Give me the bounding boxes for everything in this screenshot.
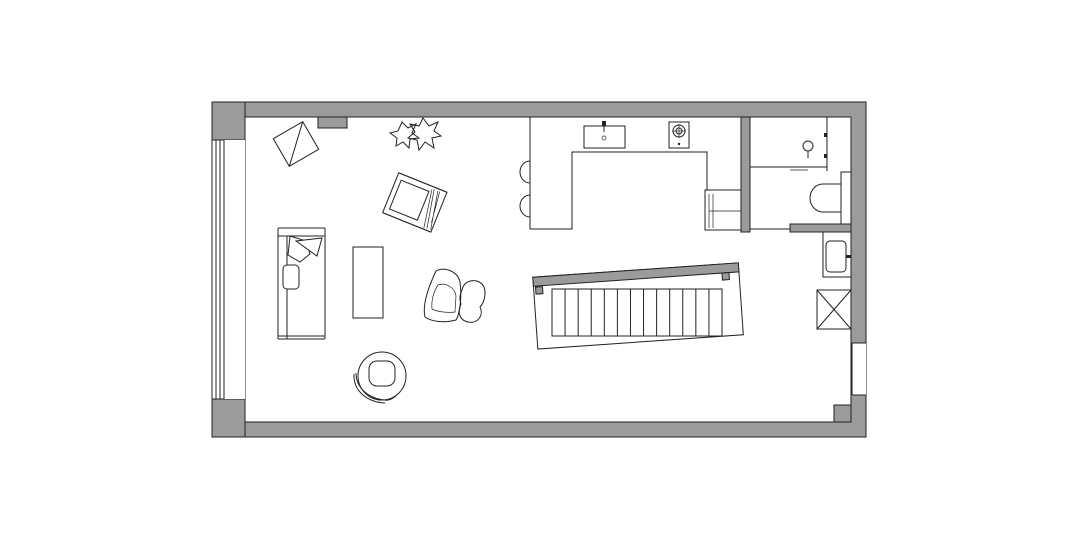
stove-icon bbox=[668, 121, 690, 149]
ottoman-icon bbox=[458, 280, 486, 323]
floor-plan-walls-icon bbox=[211, 101, 867, 438]
window-glazing-icon bbox=[211, 139, 245, 400]
bar-stool-icon bbox=[519, 160, 531, 218]
lounge-chair-icon bbox=[382, 172, 448, 233]
sink-icon bbox=[583, 121, 626, 149]
washbasin-icon bbox=[822, 231, 852, 278]
staircase-icon bbox=[532, 262, 744, 350]
armchair-icon bbox=[423, 268, 462, 323]
toilet-icon bbox=[750, 171, 852, 230]
swivel-chair-icon bbox=[353, 351, 407, 404]
shower-icon bbox=[750, 117, 828, 171]
stair-run bbox=[551, 288, 723, 337]
kitchen-counter-icon bbox=[529, 117, 742, 231]
sofa-icon bbox=[277, 227, 326, 340]
storage-cabinet-icon bbox=[816, 289, 852, 330]
floor-plant-icon bbox=[388, 117, 443, 152]
side-table-icon bbox=[272, 120, 320, 168]
stair-treads bbox=[551, 288, 723, 337]
coffee-table-icon bbox=[352, 246, 384, 319]
